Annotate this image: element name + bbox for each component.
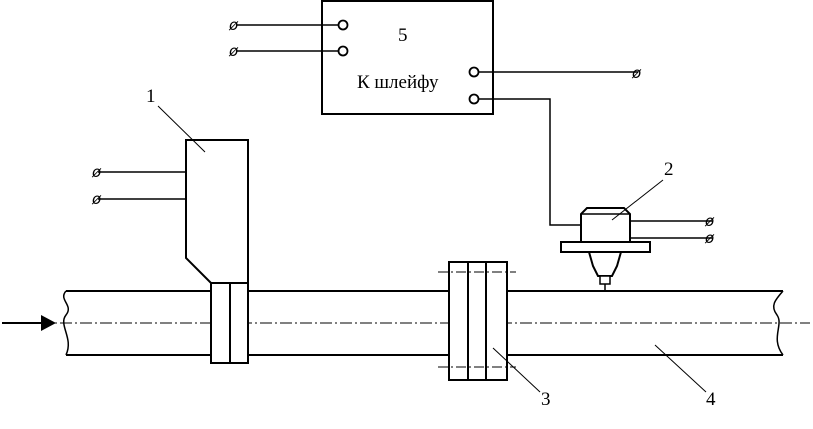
pipe [63, 290, 784, 356]
sensor-1-leads [98, 171, 186, 200]
terminal-icon: ø [631, 64, 642, 82]
terminal-circle [337, 45, 349, 57]
label-4: 4 [706, 389, 716, 410]
leader-line-3 [492, 347, 541, 393]
sensor-2-leads [630, 220, 712, 239]
flow-arrow [2, 315, 56, 331]
block-5-input-leads [236, 24, 338, 52]
terminal-icon: ø [91, 163, 102, 181]
terminal-circle [468, 66, 480, 78]
label-3: 3 [541, 389, 551, 410]
leader-line-4 [654, 344, 707, 393]
terminal-icon: ø [704, 212, 715, 230]
flange [448, 261, 508, 381]
terminal-icon: ø [704, 229, 715, 247]
flange-bolt-lines [438, 271, 516, 368]
block-5-text: К шлейфу [357, 72, 439, 93]
terminal-icon: ø [228, 42, 239, 60]
leader-line-1 [157, 105, 206, 153]
label-5: 5 [398, 25, 408, 46]
leader-line-2 [611, 179, 664, 221]
terminal-icon: ø [228, 16, 239, 34]
block-5-output-leads [479, 71, 638, 226]
sensor-1 [185, 139, 249, 364]
block-5 [321, 0, 494, 115]
terminal-icon: ø [91, 190, 102, 208]
terminal-circle [468, 93, 480, 105]
terminal-circle [337, 19, 349, 31]
sensor-2 [560, 207, 651, 291]
label-1: 1 [146, 86, 156, 107]
label-2: 2 [664, 159, 674, 180]
